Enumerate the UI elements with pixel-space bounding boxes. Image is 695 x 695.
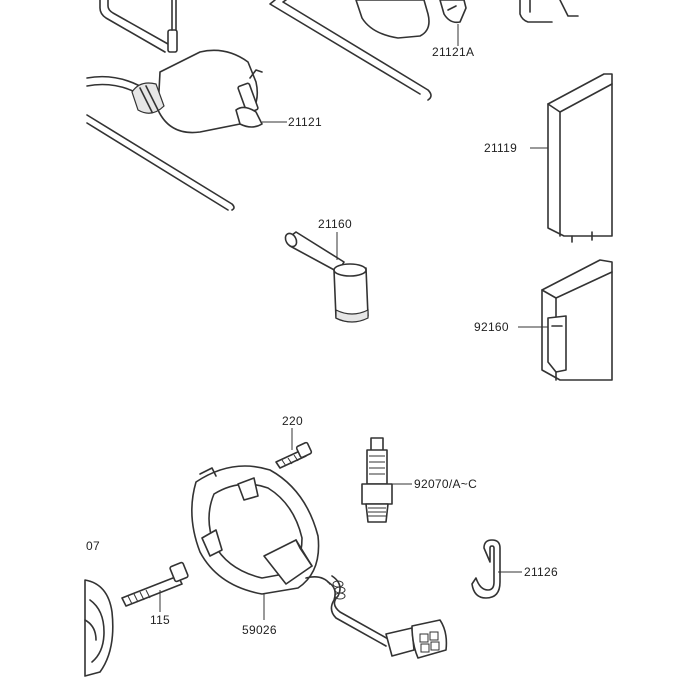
spark-plug-cap-21160 — [284, 231, 369, 323]
label-07: 07 — [86, 539, 100, 553]
spark-plug-92070 — [361, 437, 412, 523]
ignition-coil-21121 — [86, 0, 287, 211]
label-21121: 21121 — [288, 115, 322, 129]
top-wires — [269, 0, 579, 101]
label-21119: 21119 — [484, 141, 517, 155]
cdi-unit-21119 — [530, 73, 613, 243]
label-92160: 92160 — [474, 320, 509, 334]
label-59026: 59026 — [242, 623, 277, 637]
bolt-115 — [121, 561, 189, 612]
screw-220 — [275, 428, 313, 469]
label-115: 115 — [150, 613, 170, 627]
clamp-21126 — [471, 539, 522, 599]
label-92070: 92070/A~C — [414, 477, 477, 491]
label-21160: 21160 — [318, 217, 352, 231]
label-21126: 21126 — [524, 565, 558, 579]
bracket-92160 — [518, 259, 613, 381]
partial-part-07 — [84, 579, 114, 677]
ignition-coil-21121a — [355, 0, 467, 46]
pickup-assembly-59026 — [191, 465, 448, 659]
label-21121A: 21121A — [432, 45, 474, 59]
label-220: 220 — [282, 414, 303, 428]
